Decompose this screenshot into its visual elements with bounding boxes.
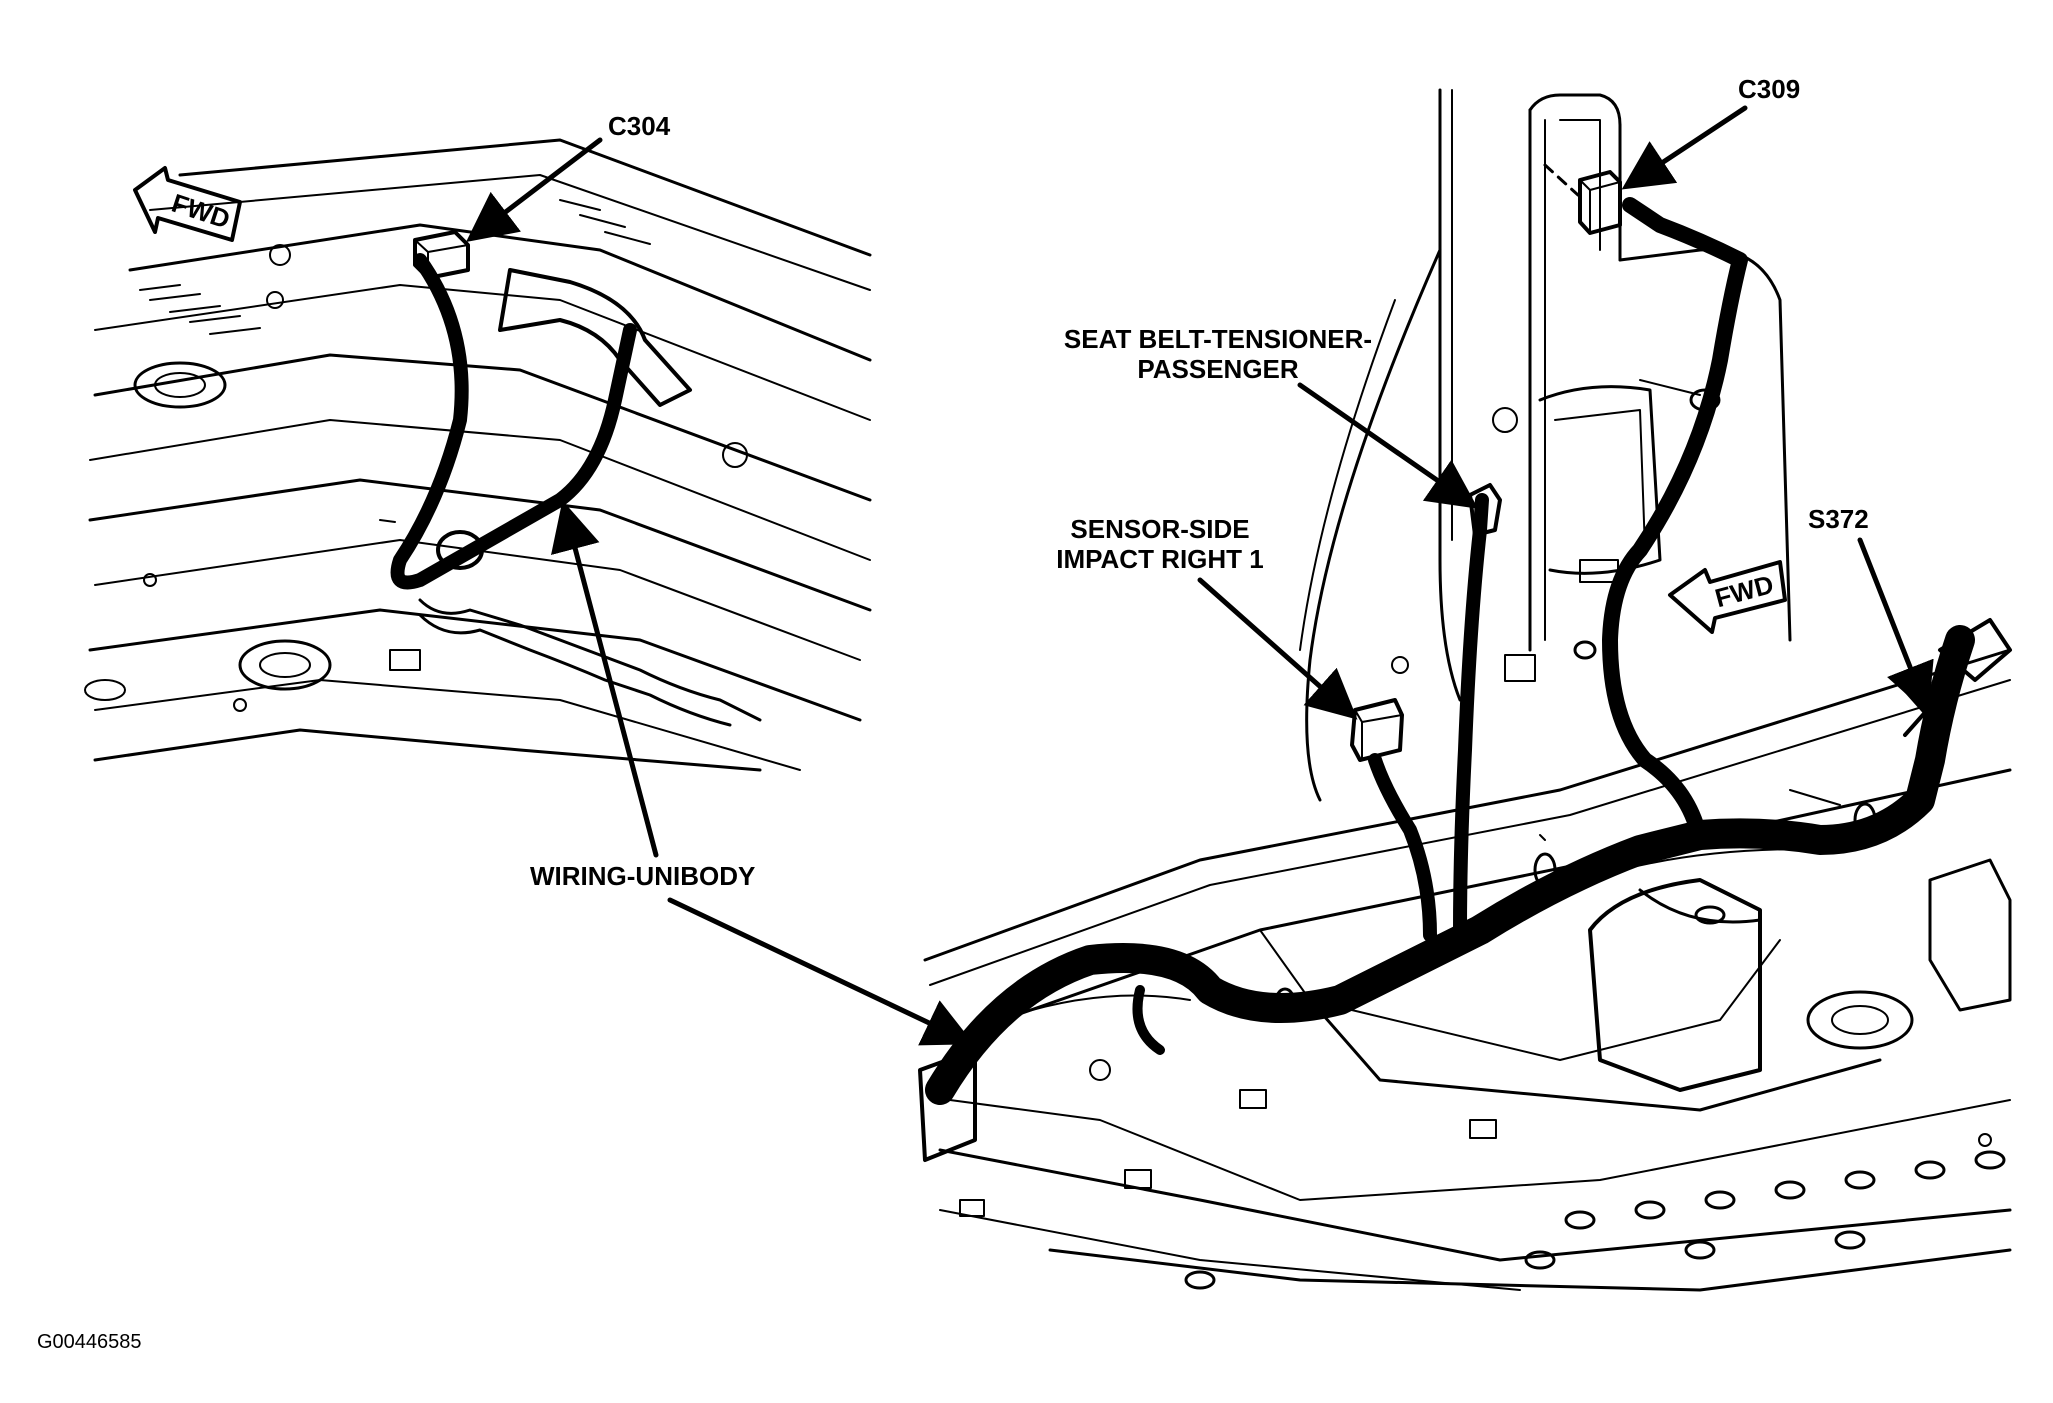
right-view: FWD [667, 74, 2012, 1292]
seat-belt-tensioner-leader [1297, 382, 1479, 509]
seat-belt-tensioner-label-line1: SEAT BELT-TENSIONER- [1064, 324, 1372, 354]
c309-label: C309 [1738, 74, 1800, 104]
sill-bolts [1184, 1150, 2006, 1290]
c309-connector [1543, 163, 1622, 235]
figure-id: G00446585 [37, 1331, 142, 1353]
left-harness [379, 253, 637, 590]
right-floor [923, 648, 2012, 1292]
wiring-unibody-leader-right [667, 897, 975, 1046]
sensor-side-impact-label-line1: SENSOR-SIDE [1070, 514, 1249, 544]
left-view: FWD C304 [84, 111, 872, 858]
s372-label: S372 [1808, 504, 1869, 534]
side-impact-sensor-connector [1350, 698, 1404, 762]
c309-leader [1621, 105, 1748, 190]
left-duct [498, 268, 692, 407]
right-harness [918, 197, 2012, 1162]
fwd-arrow-right: FWD [1668, 560, 1787, 634]
right-pillar [1299, 88, 1792, 802]
s372-leader [1857, 537, 1934, 715]
seat-belt-tensioner-label-line2: PASSENGER [1137, 354, 1299, 384]
wiring-unibody-leader-left [551, 500, 659, 858]
sensor-side-impact-leader [1197, 577, 1358, 720]
fwd-arrow-left: FWD [133, 166, 242, 242]
c304-leader [466, 137, 603, 243]
c304-connector [413, 230, 470, 280]
c304-label: C304 [608, 111, 671, 141]
seat-belt-tensioner-connector [1468, 483, 1502, 537]
left-floor-pan [84, 138, 872, 772]
wiring-unibody-label: WIRING-UNIBODY [530, 861, 755, 891]
sensor-side-impact-label-line2: IMPACT RIGHT 1 [1056, 544, 1264, 574]
fwd-label-left: FWD [168, 188, 234, 235]
